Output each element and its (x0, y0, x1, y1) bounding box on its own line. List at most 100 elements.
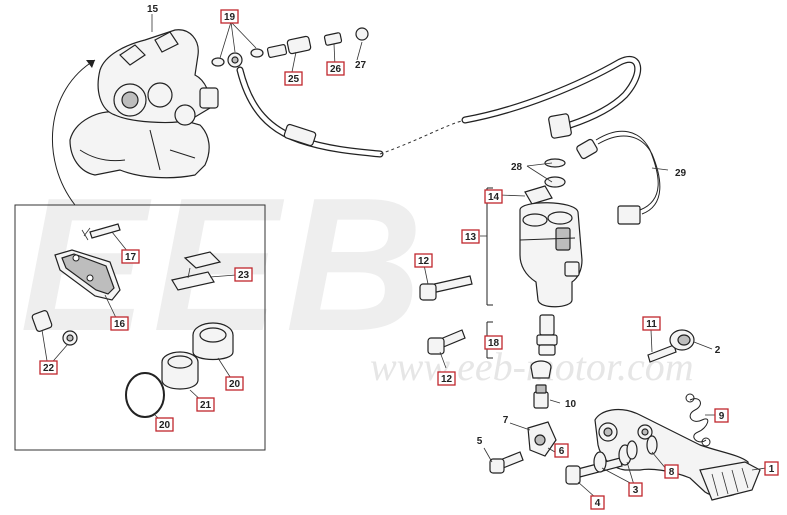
callout-box (414, 253, 433, 268)
callout-number: 12 (418, 256, 430, 267)
inset-box (14, 204, 266, 451)
callout-c10: 10 (565, 399, 577, 410)
callout-number: 6 (559, 446, 565, 457)
callout-box (714, 408, 729, 423)
pad-pin (81, 223, 121, 241)
callout-number: 4 (595, 498, 601, 509)
callout-c29: 29 (675, 168, 687, 179)
clevis (527, 421, 557, 457)
mounting-bolt-lower (427, 329, 466, 355)
callout-c19: 19 (220, 9, 239, 24)
callout-box (234, 267, 253, 282)
callout-box (484, 189, 503, 204)
callout-number: 26 (330, 64, 342, 75)
callout-c22: 22 (39, 360, 58, 375)
callout-number: 2 (715, 345, 721, 356)
callout-number: 10 (565, 399, 577, 410)
pad-spring (171, 251, 222, 291)
callout-c2: 2 (715, 345, 721, 356)
callout-c25: 25 (284, 71, 303, 86)
callout-box (764, 461, 779, 476)
caliper-piston (125, 322, 234, 418)
callout-number: 23 (238, 270, 250, 281)
callout-c18: 18 (484, 335, 503, 350)
callout-box (664, 464, 679, 479)
callout-number: 1 (769, 464, 775, 475)
callout-box (39, 360, 58, 375)
callout-box (484, 335, 503, 350)
callout-c9: 9 (714, 408, 729, 423)
callout-number: 14 (488, 192, 500, 203)
callout-number: 5 (477, 436, 483, 447)
callout-c17: 17 (121, 249, 140, 264)
callout-number: 17 (125, 252, 137, 263)
callout-box (110, 316, 129, 331)
callout-number: 27 (355, 60, 367, 71)
callout-number: 29 (675, 168, 687, 179)
callout-number: 12 (441, 374, 453, 385)
callout-box (628, 482, 643, 497)
callout-number: 7 (503, 415, 509, 426)
callout-c11: 11 (642, 316, 661, 331)
brake-caliper (69, 29, 219, 179)
callout-c20a: 20 (225, 376, 244, 391)
callout-number: 21 (200, 400, 212, 411)
callout-c4: 4 (590, 495, 605, 510)
switch-cable (576, 130, 661, 225)
callout-c14: 14 (484, 189, 503, 204)
arrow-head (86, 60, 95, 68)
callout-box (590, 495, 605, 510)
callout-c16: 16 (110, 316, 129, 331)
callout-box (326, 61, 345, 76)
callout-box (642, 316, 661, 331)
callout-c6: 6 (554, 443, 569, 458)
callout-c5: 5 (477, 436, 483, 447)
callout-number: 3 (633, 485, 639, 496)
callout-box (121, 249, 140, 264)
callout-c26: 26 (326, 61, 345, 76)
brake-hose (236, 55, 642, 158)
callout-c3: 3 (628, 482, 643, 497)
callout-c13: 13 (461, 229, 480, 244)
callout-number: 25 (288, 74, 300, 85)
callout-number: 8 (669, 467, 675, 478)
callout-number: 16 (114, 319, 126, 330)
callout-number: 13 (465, 232, 477, 243)
rubber-stop (647, 329, 695, 363)
callout-c1: 1 (764, 461, 779, 476)
brake-pedal (594, 408, 761, 501)
callout-number: 9 (719, 411, 725, 422)
callout-c7: 7 (503, 415, 509, 426)
callout-box (554, 443, 569, 458)
callout-c20b: 20 (155, 417, 174, 432)
callout-c28: 28 (511, 162, 523, 173)
callout-c12a: 12 (414, 253, 433, 268)
mounting-bolt-upper (419, 275, 473, 301)
clevis-bolt (489, 451, 524, 474)
banjo-fittings (211, 27, 369, 68)
pivot-parts (565, 435, 658, 485)
brake-pads (54, 249, 121, 301)
callout-box (220, 9, 239, 24)
callout-c27: 27 (355, 60, 367, 71)
callout-box (437, 371, 456, 386)
callout-c12b: 12 (437, 371, 456, 386)
bleeder-parts (31, 310, 78, 346)
callout-number: 28 (511, 162, 523, 173)
callout-number: 11 (646, 319, 657, 330)
master-cylinder (486, 158, 583, 308)
callout-number: 20 (159, 420, 171, 431)
callout-box (196, 397, 215, 412)
callout-box (155, 417, 174, 432)
callout-number: 15 (147, 4, 159, 15)
callout-box (284, 71, 303, 86)
callout-box (225, 376, 244, 391)
callout-box (461, 229, 480, 244)
callout-number: 19 (224, 12, 236, 23)
callout-c15: 15 (147, 4, 159, 15)
adjust-nut (533, 384, 549, 409)
callout-number: 20 (229, 379, 241, 390)
callout-c23: 23 (234, 267, 253, 282)
